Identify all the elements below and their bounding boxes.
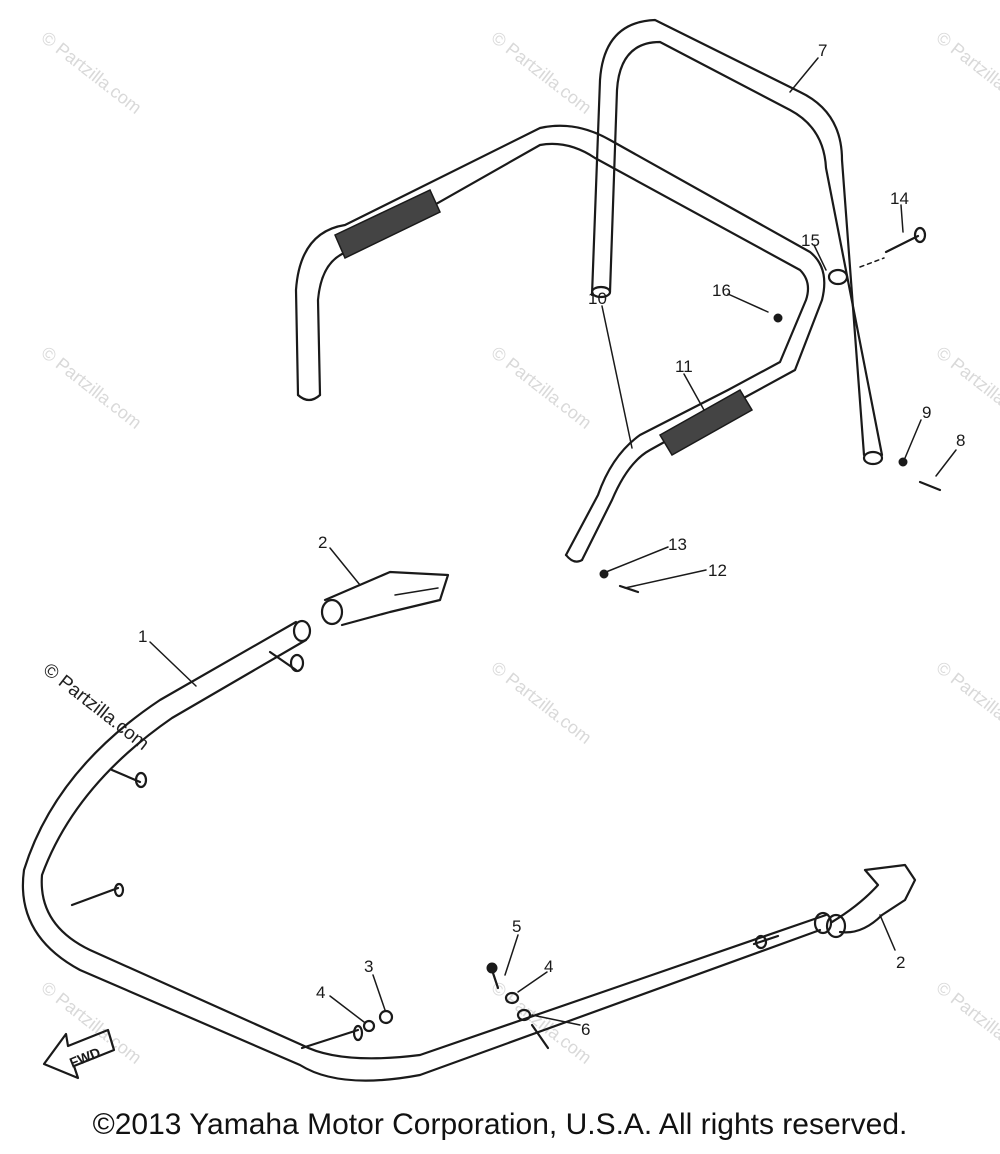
part-11-grip <box>658 388 754 457</box>
callout-5: 5 <box>512 917 521 936</box>
watermark-dark: © Partzilla.com <box>39 659 153 754</box>
leader-lines <box>149 57 957 1026</box>
hardware-upper <box>599 226 942 594</box>
part-1-bumper <box>21 619 833 1082</box>
watermark: © Partzilla.com <box>38 342 146 432</box>
callout-11: 11 <box>675 357 693 376</box>
callout-6: 6 <box>581 1020 590 1039</box>
watermark: © Partzilla.com <box>488 342 596 432</box>
callout-16: 16 <box>712 281 731 300</box>
copyright-notice: ©2013 Yamaha Motor Corporation, U.S.A. A… <box>92 1108 908 1141</box>
callout-7: 7 <box>818 41 827 60</box>
grip-left <box>334 188 441 260</box>
watermark: © Partzilla.com <box>933 977 1000 1067</box>
callout-8: 8 <box>956 431 965 450</box>
watermark: © Partzilla.com <box>488 977 596 1067</box>
watermark: © Partzilla.com <box>488 657 596 747</box>
callout-14: 14 <box>890 189 909 208</box>
watermark-layer: © Partzilla.com © Partzilla.com © Partzi… <box>38 27 1000 1067</box>
callout-13: 13 <box>668 535 687 554</box>
callout-12: 12 <box>708 561 727 580</box>
part-7-hoop <box>590 18 884 466</box>
callout-2: 2 <box>896 953 905 972</box>
watermark: © Partzilla.com <box>933 342 1000 432</box>
watermark: © Partzilla.com <box>488 27 596 117</box>
watermark: © Partzilla.com <box>38 27 146 117</box>
part-2-end-cap-lower <box>825 863 917 939</box>
callout-4: 4 <box>316 983 325 1002</box>
callout-1: 1 <box>138 627 147 646</box>
callout-3: 3 <box>364 957 373 976</box>
callout-10: 10 <box>588 289 607 308</box>
fwd-label: FWD <box>67 1044 103 1071</box>
callout-labels: 1 2 2 3 4 4 5 6 7 8 9 10 11 12 13 14 15 … <box>138 41 965 1039</box>
callout-15: 15 <box>801 231 820 250</box>
callout-9: 9 <box>922 403 931 422</box>
part-2-end-cap-upper <box>320 570 450 627</box>
watermark: © Partzilla.com <box>933 27 1000 117</box>
hardware-lower <box>362 962 550 1050</box>
callout-2: 2 <box>318 533 327 552</box>
part-10-grab-bar <box>294 124 826 563</box>
callout-4: 4 <box>544 957 553 976</box>
watermark: © Partzilla.com <box>933 657 1000 747</box>
